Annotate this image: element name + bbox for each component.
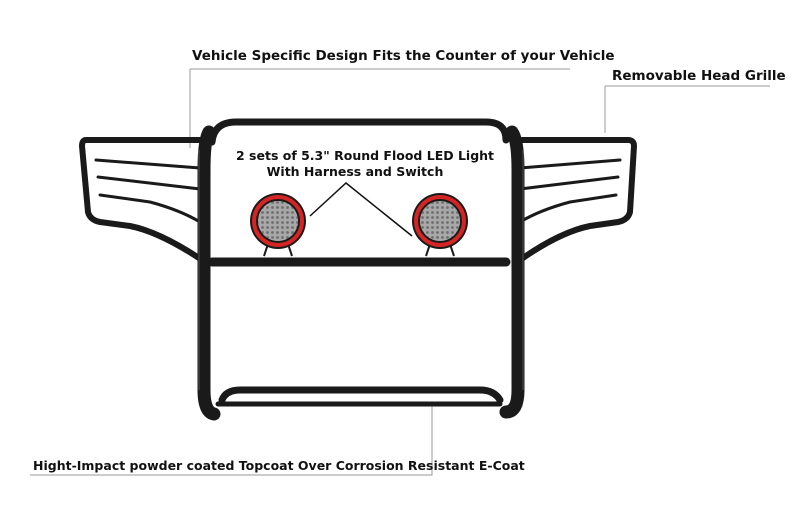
callout-led-lights: 2 sets of 5.3" Round Flood LED Light Wit… (236, 148, 495, 180)
left-wing (79, 137, 208, 263)
right-wing (515, 137, 637, 263)
left-led-light-icon (250, 193, 306, 257)
callout-removable-grille: Removable Head Grille (612, 68, 786, 84)
callout-line-bottom (30, 405, 433, 476)
callout-lines (30, 68, 770, 476)
callout-led-line-1: 2 sets of 5.3" Round Flood LED Light (236, 148, 495, 163)
callout-line-right (604, 85, 770, 133)
callout-fit-design: Vehicle Specific Design Fits the Counter… (192, 48, 615, 64)
callout-led-line-2: With Harness and Switch (266, 164, 444, 179)
main-frame (197, 118, 525, 421)
callout-coating: Hight-Impact powder coated Topcoat Over … (33, 458, 525, 473)
light-leader-lines (309, 182, 413, 237)
callout-line-top (189, 68, 570, 148)
frame-highlights (198, 150, 524, 390)
right-led-light-icon (412, 193, 468, 257)
